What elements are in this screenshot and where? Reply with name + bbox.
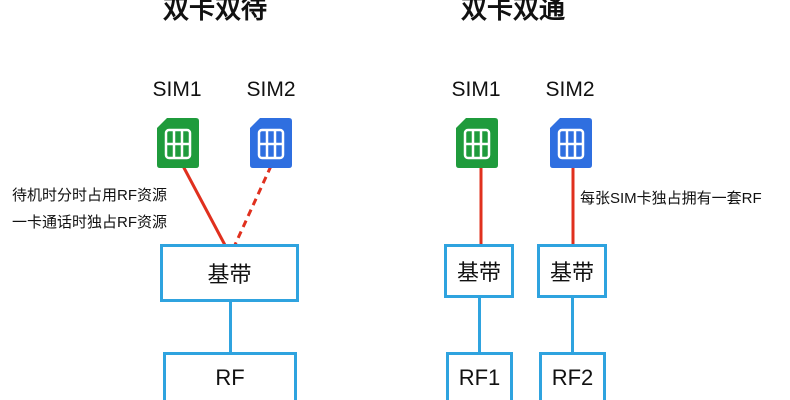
left-sim2-label: SIM2: [246, 78, 296, 101]
right-sim2-label: SIM2: [545, 78, 595, 101]
left-baseband-rf-link: [229, 302, 232, 352]
left-rf-box: RF: [163, 352, 297, 400]
right-baseband2-rf2-link: [571, 298, 574, 352]
right-baseband1-box: 基带: [444, 244, 514, 298]
left-title: 双卡双待: [162, 0, 267, 24]
sim-card-icon-blue: [550, 118, 592, 168]
right-rf2-label: RF2: [551, 364, 594, 390]
left-note-line1: 待机时分时占用RF资源: [12, 187, 167, 204]
right-baseband1-rf1-link: [478, 298, 481, 352]
right-rf1-box: RF1: [446, 352, 513, 400]
left-sim1-label: SIM1: [152, 78, 202, 101]
sim-card-icon-green: [456, 118, 498, 168]
right-rf2-box: RF2: [539, 352, 606, 400]
left-baseband-box: 基带: [160, 244, 299, 302]
right-sim1-label: SIM1: [451, 78, 501, 101]
right-rf1-label: RF1: [458, 364, 501, 390]
right-baseband1-label: 基带: [456, 260, 501, 285]
left-note-line2: 一卡通话时独占RF资源: [12, 214, 167, 231]
left-rf-label: RF: [215, 364, 245, 390]
right-note: 每张SIM卡独占拥有一套RF: [580, 190, 762, 207]
right-baseband2-label: 基带: [549, 260, 594, 285]
left-sim1-link: [181, 165, 228, 248]
left-baseband-label: 基带: [207, 262, 252, 287]
sim-card-icon-green: [157, 118, 199, 168]
left-sim2-link: [232, 165, 273, 248]
right-title: 双卡双通: [460, 0, 565, 24]
right-baseband2-box: 基带: [537, 244, 607, 298]
sim-card-icon-blue: [250, 118, 292, 168]
